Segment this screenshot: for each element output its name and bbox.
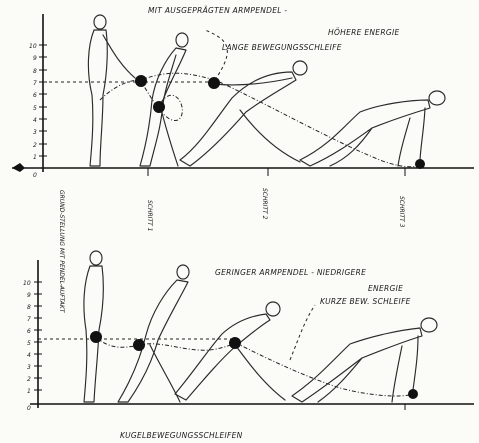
top-step-label-2: SCHRITT 2 [261, 188, 268, 220]
bottom-tick-9: 9 [27, 292, 31, 299]
top-ball-step2 [208, 77, 220, 89]
bottom-figure-stance [84, 251, 103, 402]
top-floor-marker [12, 163, 25, 172]
top-step-label-3: SCHRITT 3 [398, 196, 405, 228]
bottom-energy-label: ENERGIE [368, 284, 403, 293]
top-tick-2: 2 [33, 142, 37, 149]
top-energy-label: HÖHERE ENERGIE [328, 28, 400, 37]
bottom-ball-step3 [408, 389, 418, 399]
bottom-tick-10: 10 [23, 280, 31, 287]
top-ball-step1 [153, 101, 165, 113]
bottom-loop-label: KURZE BEW. SCHLEIFE [320, 297, 411, 306]
top-tick-6: 6 [33, 92, 37, 99]
bottom-energy-pointer [290, 305, 315, 360]
top-loop-label: LANGE BEWEGUNGSSCHLEIFE [222, 43, 342, 52]
top-y-tick-labels: 10 9 8 7 6 5 4 3 2 1 0 [29, 43, 37, 179]
figure-caption: KUGELBEWEGUNGSSCHLEIFEN [120, 431, 243, 440]
bottom-y-tick-labels: 10 9 8 7 6 5 4 3 2 1 0 [23, 280, 31, 412]
bottom-tick-3: 3 [27, 364, 31, 371]
bottom-tick-5: 5 [27, 340, 31, 347]
bottom-ball-step1 [133, 339, 145, 351]
top-ball-loop-path [100, 73, 418, 167]
top-tick-10: 10 [29, 43, 37, 50]
bottom-figure-step2 [175, 302, 285, 400]
bottom-ball-stance [90, 331, 102, 343]
top-panel-title: MIT AUSGEPRÄGTEN ARMPENDEL - [148, 6, 287, 15]
top-ball-step3 [415, 159, 425, 169]
bottom-tick-8: 8 [27, 304, 31, 311]
bottom-tick-0: 0 [27, 405, 31, 412]
bottom-figure-step1 [118, 265, 189, 402]
top-step-label-stance: GRUND-STELLUNG MIT PENDEL-AUFTAKT [58, 190, 65, 314]
top-tick-8: 8 [33, 68, 37, 75]
bottom-tick-4: 4 [27, 352, 31, 359]
top-energy-pointer [205, 30, 227, 80]
top-step-label-1: SCHRITT 1 [146, 200, 153, 232]
top-figure-step1 [140, 33, 188, 166]
top-figure-step2 [180, 61, 307, 166]
top-tick-5: 5 [33, 105, 37, 112]
top-tick-7: 7 [33, 80, 37, 87]
bottom-panel-title: GERINGER ARMPENDEL - NIEDRIGERE [215, 268, 366, 277]
top-tick-4: 4 [33, 117, 37, 124]
bottom-tick-1: 1 [27, 388, 31, 395]
top-tick-9: 9 [33, 55, 37, 62]
bottom-tick-7: 7 [27, 316, 31, 323]
top-tick-3: 3 [33, 129, 37, 136]
bottom-tick-6: 6 [27, 328, 31, 335]
bottom-panel: 10 9 8 7 6 5 4 3 2 1 0 GERINGER ARMPENDE… [23, 251, 474, 412]
top-figure-step3 [300, 91, 445, 166]
top-ball-stance [135, 75, 147, 87]
top-tick-1: 1 [33, 154, 37, 161]
bottom-tick-2: 2 [27, 376, 31, 383]
bottom-figure-step3 [292, 318, 437, 402]
top-tick-0: 0 [33, 172, 37, 179]
bottom-ball-step2 [229, 337, 241, 349]
